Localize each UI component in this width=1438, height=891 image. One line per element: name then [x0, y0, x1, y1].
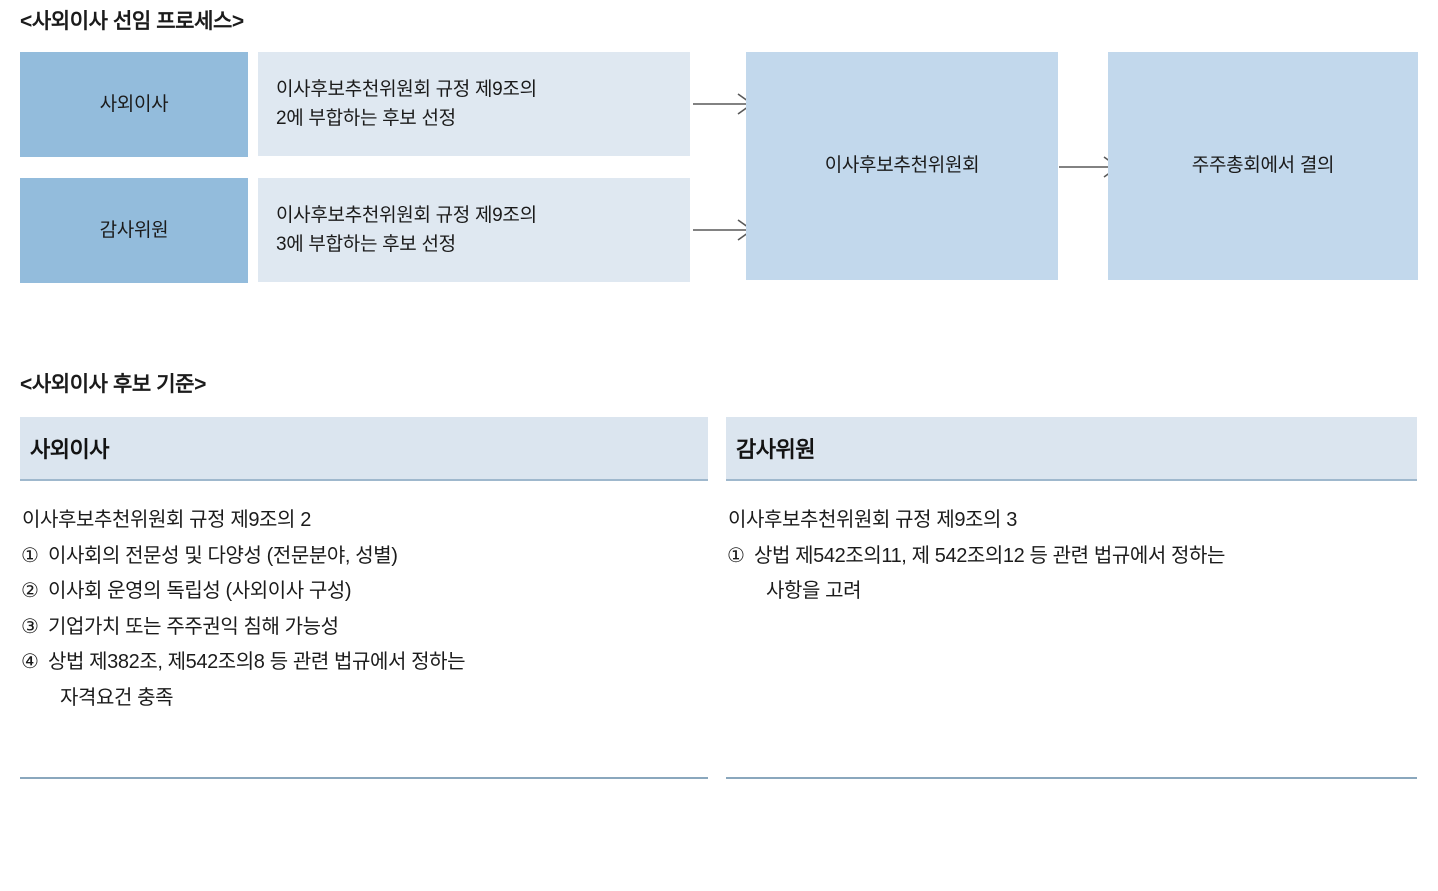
flow-stage-label: 주주총회에서 결의	[1191, 155, 1335, 177]
criteria-header-label: 사외이사	[30, 437, 109, 462]
list-item: ④ 상법 제382조, 제542조의8 등 관련 법규에서 정하는 자격요건 충…	[20, 645, 708, 716]
flow-description-box-outside-director[interactable]: 이사후보추천위원회 규정 제9조의 2에 부합하는 후보 선정	[258, 52, 690, 156]
criteria-item-marker: ①	[727, 544, 745, 567]
list-item: ① 이사회의 전문성 및 다양성 (전문분야, 성별)	[20, 539, 708, 575]
process-title: <사외이사 선임 프로세스>	[20, 10, 244, 33]
criteria-item-marker: ②	[21, 580, 39, 603]
flow-description-line1: 이사후보추천위원회 규정 제9조의	[276, 204, 537, 226]
criteria-item-text: 기업가치 또는 주주권익 침해 가능성	[48, 615, 339, 638]
flow-role-label: 감사위원	[99, 219, 169, 241]
list-item: ③ 기업가치 또는 주주권익 침해 가능성	[20, 610, 708, 646]
criteria-item-marker: ③	[21, 615, 39, 638]
flow-stage-box-shareholders-meeting[interactable]: 주주총회에서 결의	[1108, 52, 1418, 280]
flow-description-text: 이사후보추천위원회 규정 제9조의 3에 부합하는 후보 선정	[276, 201, 537, 260]
criteria-item-marker: ①	[21, 544, 39, 567]
criteria-item-continuation: 자격요건 충족	[60, 686, 174, 709]
criteria-column-header: 사외이사	[20, 417, 708, 481]
process-flow-diagram: 사외이사 감사위원 이사후보추천위원회 규정 제9조의 2에 부합하는 후보 선…	[0, 0, 1438, 330]
flow-role-box-outside-director[interactable]: 사외이사	[20, 52, 248, 157]
criteria-title: <사외이사 후보 기준>	[20, 373, 206, 396]
criteria-header-label: 감사위원	[736, 437, 815, 462]
criteria-column-header: 감사위원	[726, 417, 1417, 481]
criteria-column-outside-director: 사외이사 이사후보추천위원회 규정 제9조의 2 ① 이사회의 전문성 및 다양…	[20, 417, 708, 717]
criteria-item-list: ① 이사회의 전문성 및 다양성 (전문분야, 성별) ② 이사회 운영의 독립…	[20, 539, 708, 717]
criteria-item-text: 상법 제542조의11, 제 542조의12 등 관련 법규에서 정하는	[754, 544, 1225, 567]
flow-description-line2: 2에 부합하는 후보 선정	[276, 108, 456, 129]
criteria-column-body: 이사후보추천위원회 규정 제9조의 3 ① 상법 제542조의11, 제 542…	[726, 481, 1417, 610]
criteria-item-text: 상법 제382조, 제542조의8 등 관련 법규에서 정하는	[48, 651, 466, 674]
criteria-intro-text: 이사후보추천위원회 규정 제9조의 2	[22, 509, 311, 531]
flow-description-line1: 이사후보추천위원회 규정 제9조의	[276, 78, 537, 100]
criteria-item-text: 이사회 운영의 독립성 (사외이사 구성)	[48, 580, 352, 603]
criteria-column-body: 이사후보추천위원회 규정 제9조의 2 ① 이사회의 전문성 및 다양성 (전문…	[20, 481, 708, 717]
flow-description-text: 이사후보추천위원회 규정 제9조의 2에 부합하는 후보 선정	[276, 75, 537, 134]
criteria-item-marker: ④	[21, 651, 39, 674]
criteria-column-bottom-rule	[20, 777, 708, 779]
criteria-item-text: 이사회의 전문성 및 다양성 (전문분야, 성별)	[48, 544, 398, 567]
flow-description-line2: 3에 부합하는 후보 선정	[276, 234, 456, 255]
flow-description-box-audit-member[interactable]: 이사후보추천위원회 규정 제9조의 3에 부합하는 후보 선정	[258, 178, 690, 282]
flow-role-label: 사외이사	[99, 93, 169, 115]
criteria-column-bottom-rule	[726, 777, 1417, 779]
list-item: ① 상법 제542조의11, 제 542조의12 등 관련 법규에서 정하는 사…	[726, 539, 1417, 610]
criteria-column-audit-member: 감사위원 이사후보추천위원회 규정 제9조의 3 ① 상법 제542조의11, …	[726, 417, 1417, 610]
flow-stage-label: 이사후보추천위원회	[824, 155, 980, 177]
criteria-intro-text: 이사후보추천위원회 규정 제9조의 3	[728, 509, 1017, 531]
flow-role-box-audit-member[interactable]: 감사위원	[20, 178, 248, 283]
flow-stage-box-nomination-committee[interactable]: 이사후보추천위원회	[746, 52, 1058, 280]
criteria-item-list: ① 상법 제542조의11, 제 542조의12 등 관련 법규에서 정하는 사…	[726, 539, 1417, 610]
criteria-item-continuation: 사항을 고려	[766, 580, 862, 603]
list-item: ② 이사회 운영의 독립성 (사외이사 구성)	[20, 574, 708, 610]
